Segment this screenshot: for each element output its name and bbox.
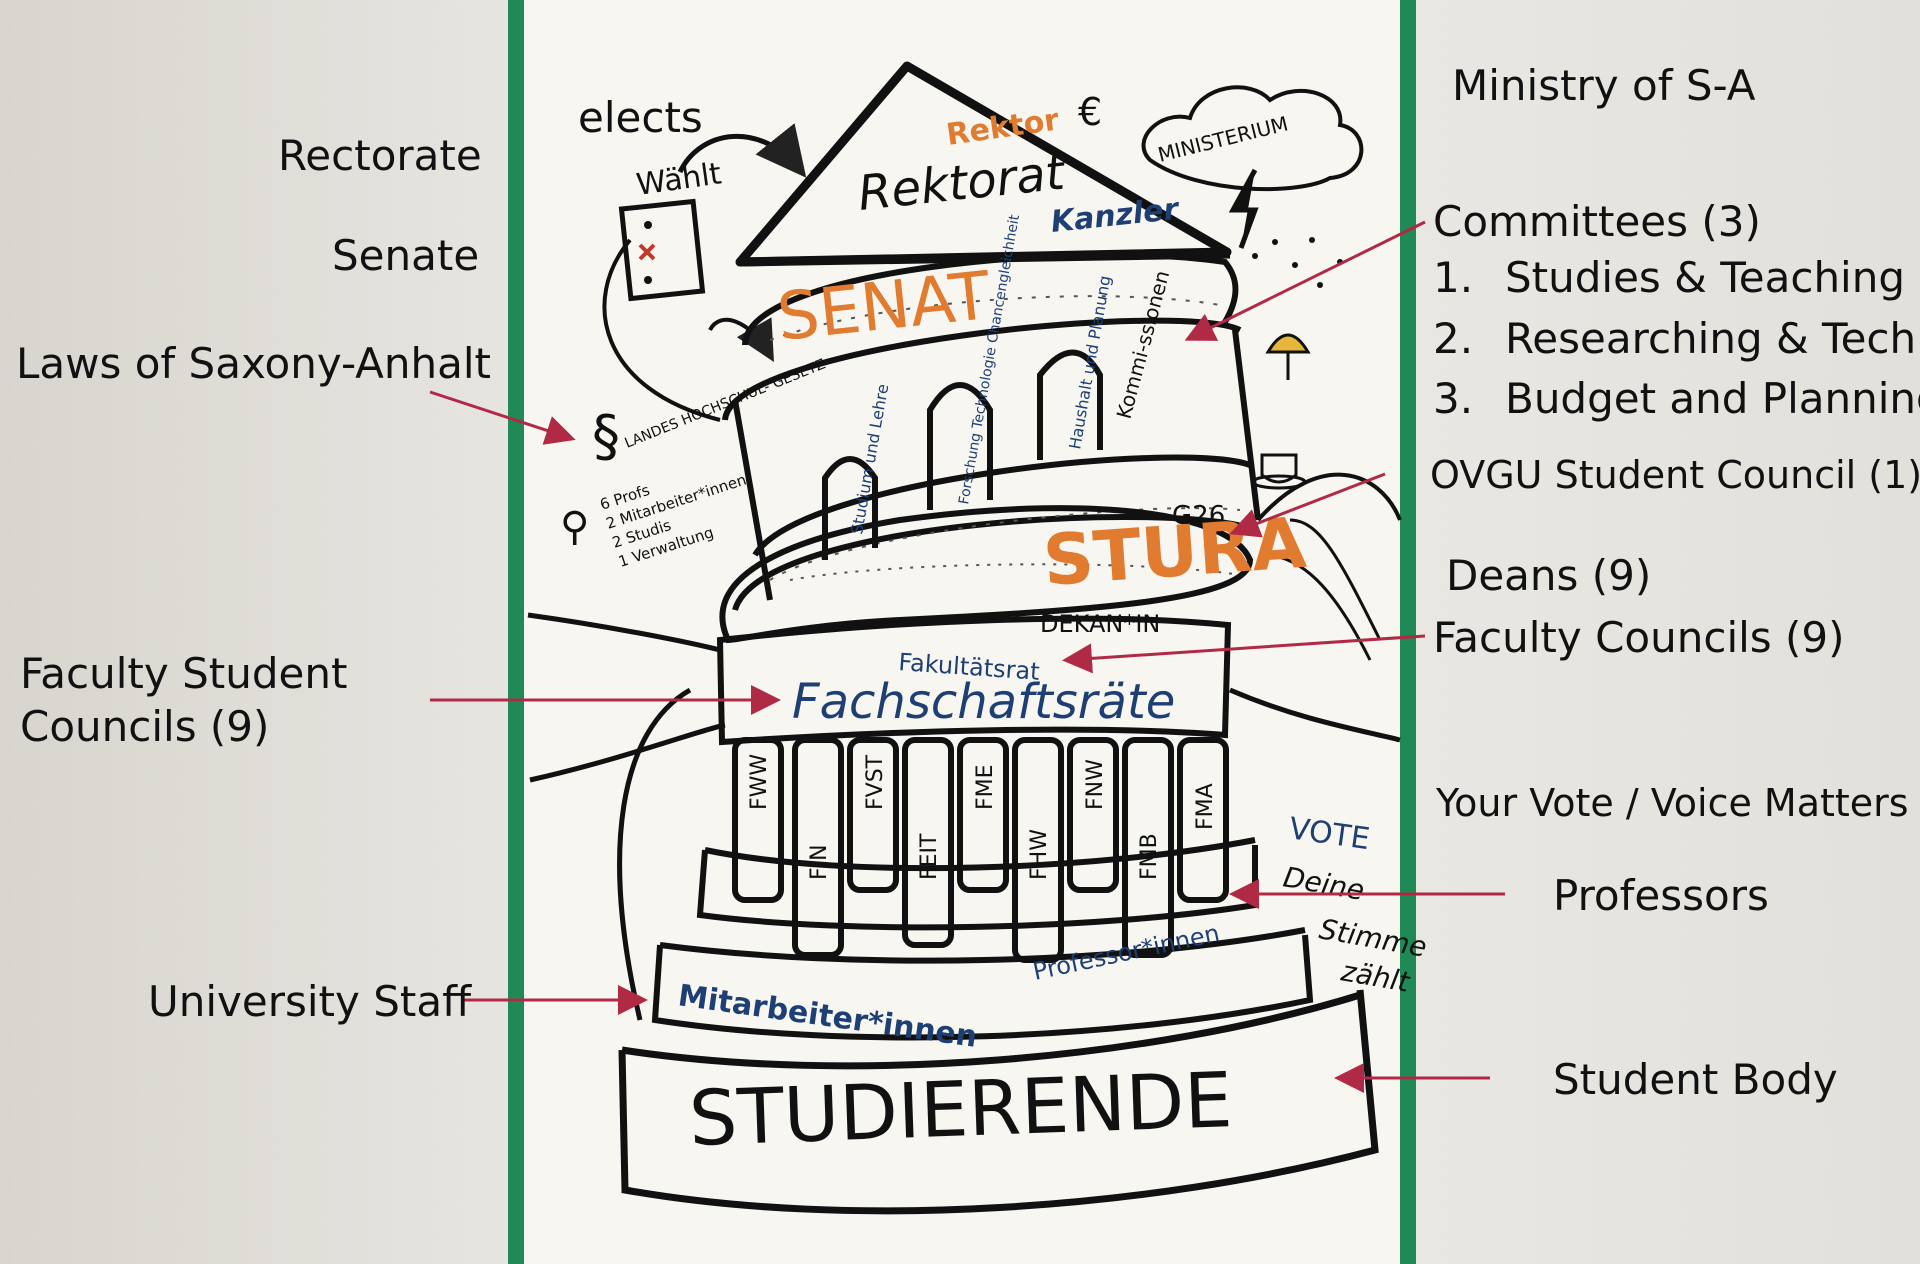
arrow-committees <box>1184 220 1426 341</box>
label-ministry: Ministry of S-A <box>1452 61 1756 110</box>
cloud-icon <box>1141 85 1364 192</box>
stura-level <box>719 505 1254 644</box>
column-label-feit: FEIT <box>917 833 942 880</box>
arrow-faculty-councils <box>1062 634 1426 674</box>
senate-band <box>742 251 1239 346</box>
ballot-icon <box>618 198 706 302</box>
platform-top <box>696 845 1258 931</box>
committee-item: 3.Budget and Planning <box>1433 374 1920 423</box>
label-faculty-student-councils: Faculty Student Councils (9) <box>20 649 348 751</box>
label-senate: Senate <box>332 231 480 280</box>
columns <box>732 737 1229 963</box>
label-deans: Deans (9) <box>1446 551 1652 600</box>
coffee-icon <box>1260 453 1298 484</box>
committees-list: 1.Studies & Teaching 2.Researching & Tec… <box>1433 252 1920 434</box>
label-university-staff: University Staff <box>148 977 472 1026</box>
poster-dekan: DEKAN*IN <box>1040 610 1160 638</box>
column-label-fvst: FVST <box>863 754 888 810</box>
label-professors: Professors <box>1553 871 1769 920</box>
poster-stura: STURA <box>1040 502 1308 602</box>
svg-text:€: € <box>1078 90 1102 134</box>
column-label-fhw: FHW <box>1027 829 1052 880</box>
column-label-fma: FMA <box>1193 783 1218 830</box>
committee-item: 1.Studies & Teaching <box>1433 253 1906 302</box>
poster-studierende: STUDIERENDE <box>688 1055 1234 1163</box>
label-committees-title: Committees (3) <box>1433 197 1761 246</box>
label-rectorate: Rectorate <box>278 131 482 180</box>
label-laws: Laws of Saxony-Anhalt <box>16 339 492 388</box>
label-vote-matters: Your Vote / Voice Matters <box>1436 781 1909 825</box>
fachschaftsraete-band <box>716 615 1232 746</box>
label-elects: elects <box>578 93 703 142</box>
arrow-student-council <box>1229 472 1386 538</box>
column-label-fnw: FNW <box>1083 759 1108 810</box>
column-label-fin: FIN <box>807 844 832 880</box>
arch-3 <box>1037 349 1103 460</box>
arch-2 <box>927 382 993 510</box>
poster-g26: G26 <box>1172 501 1225 531</box>
label-student-council: OVGU Student Council (1) <box>1430 453 1920 497</box>
arrow-laws <box>429 390 576 445</box>
poster-fachschaftsraete: Fachschaftsräte <box>792 674 1175 730</box>
annotation-arrows <box>429 220 1505 1093</box>
platform-bottom <box>618 989 1379 1215</box>
label-student-body: Student Body <box>1553 1055 1838 1104</box>
column-label-fww: FWW <box>747 754 772 810</box>
poster-section-sign: § <box>592 404 620 469</box>
umbrella-icon <box>1265 333 1311 354</box>
platform-mid <box>651 934 1314 1041</box>
label-faculty-councils: Faculty Councils (9) <box>1433 613 1845 662</box>
committee-item: 2.Researching & Tech <box>1433 313 1917 363</box>
column-label-fme: FME <box>973 764 998 810</box>
column-label-fmb: FMB <box>1137 833 1162 880</box>
arch-1 <box>822 456 878 560</box>
column-labels: FWW FIN FVST FEIT FME FHW FNW FMB FMA <box>747 754 1218 880</box>
poster-key: ⚲ <box>560 504 589 550</box>
